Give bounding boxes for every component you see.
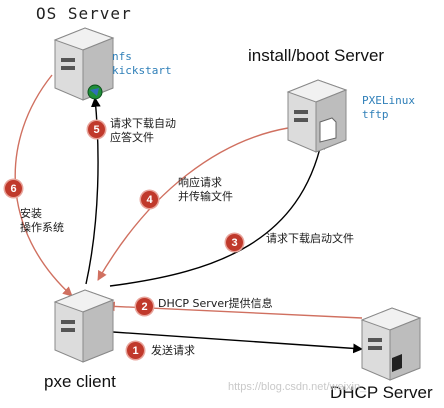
step-5-text-line-1: 请求下载自动 bbox=[110, 117, 176, 130]
arrow-step-4 bbox=[97, 127, 289, 281]
os-server-service-nfs: nfs bbox=[112, 50, 132, 63]
step-3-text: 请求下载启动文件 bbox=[266, 232, 354, 245]
dhcp-server-title: DHCP Server bbox=[330, 383, 433, 402]
step-5-badge: 5 bbox=[88, 121, 105, 138]
step-5-text-line-2: 应答文件 bbox=[110, 131, 154, 144]
step-1-text: 发送请求 bbox=[151, 344, 195, 357]
boot-server-service-tftp: tftp bbox=[362, 108, 389, 121]
boot-server-title: install/boot Server bbox=[248, 46, 385, 65]
arrow-step-1 bbox=[112, 331, 363, 354]
os-server-icon bbox=[53, 27, 115, 101]
step-4-text-line-1: 响应请求 bbox=[178, 176, 222, 189]
step-2-badge: 2 bbox=[136, 298, 153, 315]
step-4-text-line-2: 并传输文件 bbox=[178, 190, 233, 203]
step-6-text-line-2: 操作系统 bbox=[20, 221, 64, 234]
boot-server-icon bbox=[286, 79, 348, 153]
pxe-client-title: pxe client bbox=[44, 372, 116, 391]
boot-server-service-pxelinux: PXELinux bbox=[362, 94, 415, 107]
step-6-badge: 6 bbox=[5, 180, 22, 197]
step-1-badge: 1 bbox=[127, 342, 144, 359]
step-4-badge: 4 bbox=[141, 191, 158, 208]
pxe-client-icon bbox=[53, 289, 115, 363]
arrow-step-3 bbox=[109, 139, 325, 287]
step-3-badge: 3 bbox=[226, 234, 243, 251]
watermark: https://blog.csdn.net/weixin_ bbox=[228, 381, 367, 393]
arrow-step-6 bbox=[14, 74, 73, 297]
step-2-text: DHCP Server提供信息 bbox=[158, 297, 273, 310]
os-server-title: OS Server bbox=[36, 4, 132, 23]
arrow-step-5 bbox=[85, 97, 101, 285]
step-6-text-line-1: 安装 bbox=[20, 207, 42, 220]
os-server-service-kickstart: kickstart bbox=[112, 64, 172, 77]
dhcp-server-icon bbox=[360, 307, 422, 381]
